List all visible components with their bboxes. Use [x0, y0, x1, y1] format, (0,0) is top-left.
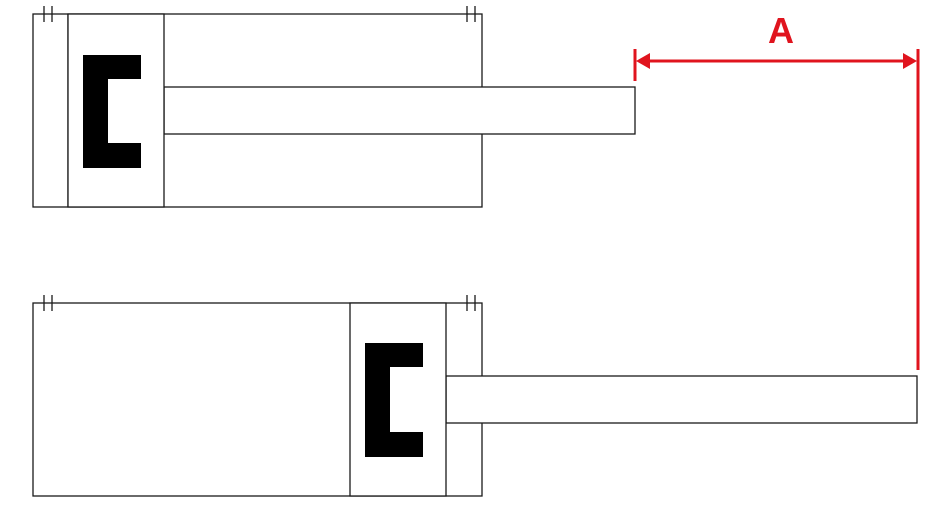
cylinder-retracted-port-left — [43, 6, 53, 22]
cylinder-retracted-piston — [67, 13, 165, 208]
cylinder-retracted-rod — [163, 86, 636, 135]
cylinder-extended-port-left — [43, 295, 53, 311]
cylinder-extended-rod — [445, 375, 918, 424]
dimension-label: A — [768, 10, 794, 51]
cylinder-extended-piston — [349, 302, 447, 497]
cylinder-extended-port-right — [466, 295, 476, 311]
dimension-arrow-right-icon — [903, 53, 917, 69]
cylinder-extended-piston-seal — [365, 343, 423, 457]
cylinder-extended — [32, 295, 918, 497]
cylinder-retracted-port-right — [466, 6, 476, 22]
dimension-arrow-left-icon — [636, 53, 650, 69]
cylinder-retracted — [32, 6, 636, 208]
stroke-dimension: A — [633, 10, 920, 370]
cylinder-retracted-piston-seal — [83, 55, 141, 168]
